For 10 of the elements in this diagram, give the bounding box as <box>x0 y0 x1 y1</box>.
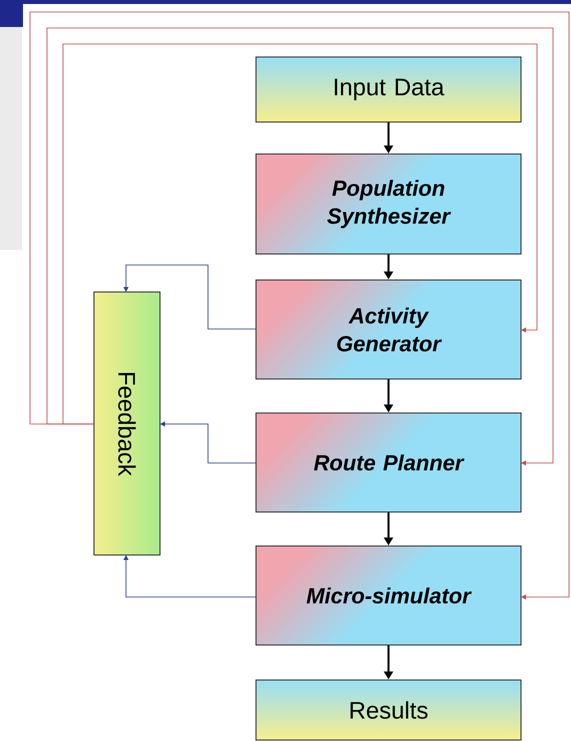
process-box: Micro-simulator <box>256 546 522 646</box>
input-output-box: Input Data <box>256 56 522 122</box>
process-box: Activity Generator <box>256 280 522 380</box>
process-box: Route Planner <box>256 412 522 512</box>
arrow <box>30 12 570 600</box>
arrow <box>62 44 538 424</box>
input-output-box: Results <box>256 680 522 740</box>
process-box: Population Synthesizer <box>256 154 522 254</box>
feedback-box: Feedback <box>94 292 160 556</box>
arrow <box>46 28 554 466</box>
